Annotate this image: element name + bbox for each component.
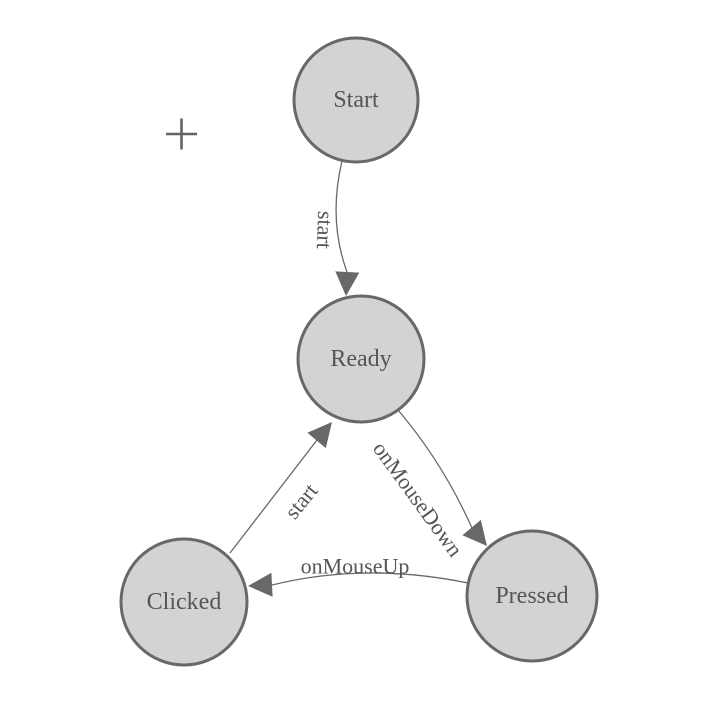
node-label: Clicked: [147, 589, 222, 615]
edge-line[interactable]: [229, 439, 318, 554]
edge-line[interactable]: [397, 409, 473, 529]
state-node-clicked[interactable]: Clicked: [119, 537, 249, 667]
edge-line[interactable]: [335, 160, 348, 273]
edge-arrowhead-icon: [335, 271, 360, 296]
edge-label: onMouseDown: [368, 437, 468, 561]
edge-arrowhead-icon: [248, 572, 273, 597]
edge-label: start: [312, 211, 338, 250]
node-circle-start[interactable]: [292, 36, 420, 164]
edge-clicked-to-ready: start: [229, 422, 332, 554]
edge-arrowhead-icon: [462, 519, 487, 546]
node-label: Ready: [330, 346, 391, 372]
edge-arrowhead-icon: [307, 422, 332, 449]
node-circle-ready[interactable]: [296, 294, 426, 424]
crosshair-cursor-icon: [166, 118, 197, 150]
state-node-ready[interactable]: Ready: [296, 294, 426, 424]
node-label: Pressed: [495, 583, 568, 609]
edge-line[interactable]: [271, 572, 469, 586]
cursor-layer: [166, 118, 197, 150]
state-node-start[interactable]: Start: [292, 36, 420, 164]
edge-ready-to-pressed: onMouseDown: [368, 409, 487, 561]
node-label: Start: [333, 87, 379, 113]
edge-start-to-ready: start: [312, 160, 360, 296]
edge-pressed-to-clicked: onMouseUp: [248, 554, 469, 597]
node-circle-pressed[interactable]: [465, 529, 599, 663]
state-node-pressed[interactable]: Pressed: [465, 529, 599, 663]
edge-label: onMouseUp: [301, 554, 410, 579]
edge-label: start: [279, 478, 322, 523]
node-circle-clicked[interactable]: [119, 537, 249, 667]
